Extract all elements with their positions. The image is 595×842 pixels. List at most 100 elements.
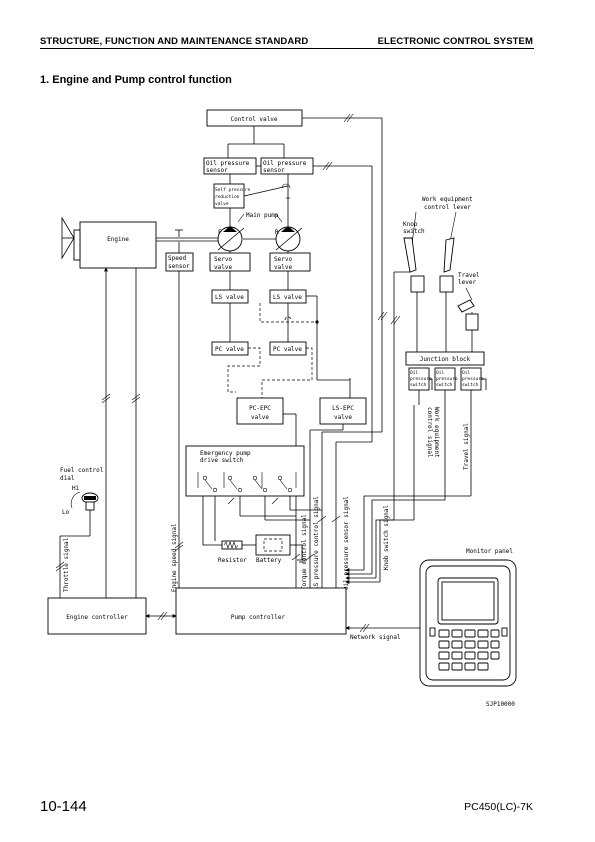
monitor-panel <box>419 559 517 687</box>
svg-text:Oil pressure: Oil pressure <box>206 160 250 167</box>
battery: Battery <box>255 534 291 564</box>
monitor-panel-label: Monitor panel <box>466 548 513 555</box>
fuel-dial-lo: Lo <box>62 509 70 516</box>
svg-text:Servo: Servo <box>214 256 232 263</box>
travel-lever-label-1: Travel <box>458 272 480 279</box>
junction-block: Junction block <box>405 351 485 366</box>
pc-valve-r: PC valve <box>269 341 307 356</box>
svg-text:PC valve: PC valve <box>215 346 244 353</box>
work-lever-label-2: control lever <box>424 204 471 211</box>
svg-text:valve: valve <box>251 414 269 421</box>
svg-text:PC-EPC: PC-EPC <box>249 405 271 412</box>
svg-text:reduction: reduction <box>215 194 240 200</box>
travel-lever <box>457 299 479 352</box>
emergency-pump-drive-switch: Emergency pump drive switch <box>185 445 305 497</box>
oil-pressure-sensor-signal-label: Oil pressure sensor signal <box>343 496 350 590</box>
svg-text:Junction block: Junction block <box>420 356 471 363</box>
svg-text:Oil: Oil <box>436 370 444 376</box>
fuel-dial-label-1: Fuel control <box>60 467 104 474</box>
svg-text:valve: valve <box>215 201 229 207</box>
figure-code: SJP10000 <box>486 701 515 708</box>
svg-text:R: R <box>275 229 279 236</box>
header-rule <box>40 48 534 49</box>
ls-epc-valve: LS-EPC valve <box>319 397 367 425</box>
svg-text:Oil pressure: Oil pressure <box>263 160 307 167</box>
page-number: 10-144 <box>40 798 87 815</box>
engine-controller-label: Engine controller <box>66 614 128 621</box>
svg-text:pressure: pressure <box>436 377 458 382</box>
pump-controller-label: Pump controller <box>231 614 286 621</box>
engine-label: Engine <box>107 236 129 243</box>
pc-epc-valve: PC-EPC valve <box>236 397 284 425</box>
svg-text:switch: switch <box>410 382 427 388</box>
network-signal-label: Network signal <box>350 634 401 641</box>
self-pressure-reducing-valve: Self pressure reduction valve <box>213 183 251 209</box>
main-pump-f: F <box>217 226 245 252</box>
svg-text:drive switch: drive switch <box>200 457 244 464</box>
pump-controller: Pump controller <box>175 587 347 635</box>
svg-text:LS-EPC: LS-EPC <box>332 405 354 412</box>
svg-text:Speed: Speed <box>168 255 186 262</box>
svg-text:PC valve: PC valve <box>273 346 302 353</box>
section-heading: 1. Engine and Pump control function <box>40 74 232 86</box>
svg-text:LS valve: LS valve <box>273 294 302 301</box>
oil-pressure-sensor-f: Oil pressure sensor <box>203 157 257 175</box>
work-equipment-signal-label-2: control signal <box>426 407 433 458</box>
throttle-signal-label-vertical: Throttle signal <box>63 537 70 592</box>
svg-text:sensor: sensor <box>168 263 190 270</box>
svg-text:sensor: sensor <box>263 167 285 174</box>
svg-text:Emergency pump: Emergency pump <box>200 450 251 457</box>
svg-text:Battery: Battery <box>256 557 282 564</box>
header-chapter-title: ELECTRONIC CONTROL SYSTEM <box>377 36 533 47</box>
svg-text:LS valve: LS valve <box>215 294 244 301</box>
engine-controller: Engine controller <box>47 597 147 635</box>
oil-pressure-switch-1: Oil pressure switch <box>408 367 432 391</box>
svg-text:pressure: pressure <box>410 377 432 382</box>
main-pump-label: Main pump <box>246 212 279 219</box>
svg-text:pressure: pressure <box>462 377 484 382</box>
work-equipment-signal-label-1: Work equipment <box>433 407 440 458</box>
svg-text:valve: valve <box>274 264 292 271</box>
travel-signal-label-vertical: Travel signal <box>463 423 470 470</box>
knob-switch-signal-label: Knob switch signal <box>383 505 390 570</box>
control-valve-label: Control valve <box>231 116 278 123</box>
torque-control-signal-label: Torque control signal <box>301 514 308 590</box>
svg-text:Resistor: Resistor <box>218 557 247 564</box>
svg-text:Oil: Oil <box>462 370 470 376</box>
fuel-control-dial <box>70 491 99 511</box>
servo-valve-f: Servo valve <box>209 252 251 272</box>
svg-text:F: F <box>218 229 222 236</box>
main-pump-r: R <box>275 226 303 252</box>
resistor: Resistor <box>218 540 247 564</box>
work-lever-label-1: Work equipment <box>422 196 473 203</box>
svg-text:Self pressure: Self pressure <box>215 187 251 193</box>
servo-valve-r: Servo valve <box>269 252 311 272</box>
svg-text:valve: valve <box>334 414 352 421</box>
control-valve: Control valve <box>206 109 303 127</box>
pc-valve-f: PC valve <box>211 341 249 356</box>
oil-pressure-sensor-r: Oil pressure sensor <box>260 157 314 175</box>
engine-speed-signal-label: Engine speed signal <box>171 523 178 592</box>
knob-switch-label-1: Knob <box>403 221 418 228</box>
work-equipment-lever-right <box>439 237 455 352</box>
ls-pressure-control-signal-label: LS pressure control signal <box>313 496 320 590</box>
svg-text:Oil: Oil <box>410 370 418 376</box>
svg-text:sensor: sensor <box>206 167 228 174</box>
svg-text:switch: switch <box>462 382 479 388</box>
speed-sensor: Speed sensor <box>165 252 194 272</box>
fuel-dial-label-2: dial <box>60 475 75 482</box>
oil-pressure-switch-3: Oil pressure switch <box>460 367 484 391</box>
svg-text:Servo: Servo <box>274 256 292 263</box>
ls-valve-f: LS valve <box>211 289 249 304</box>
travel-lever-label-2: lever <box>458 279 476 286</box>
svg-text:switch: switch <box>436 382 453 388</box>
header-section-title: STRUCTURE, FUNCTION AND MAINTENANCE STAN… <box>40 36 309 47</box>
engine: Engine <box>61 216 157 269</box>
fuel-dial-hi: Hi <box>72 485 80 492</box>
work-equipment-lever-left <box>403 237 425 352</box>
ls-valve-r: LS valve <box>269 289 307 304</box>
knob-switch-label-2: switch <box>403 228 425 235</box>
oil-pressure-switch-2: Oil pressure switch <box>434 367 458 391</box>
model-name: PC450(LC)-7K <box>464 801 533 813</box>
